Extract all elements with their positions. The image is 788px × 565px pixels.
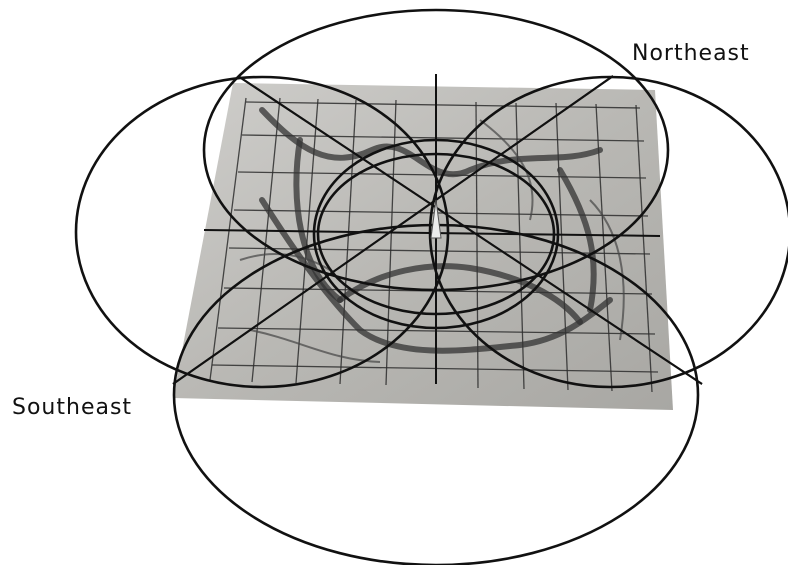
label-northeast: Northeast: [632, 41, 750, 66]
label-southeast: Southeast: [12, 395, 132, 420]
map-sheet: [173, 83, 673, 410]
